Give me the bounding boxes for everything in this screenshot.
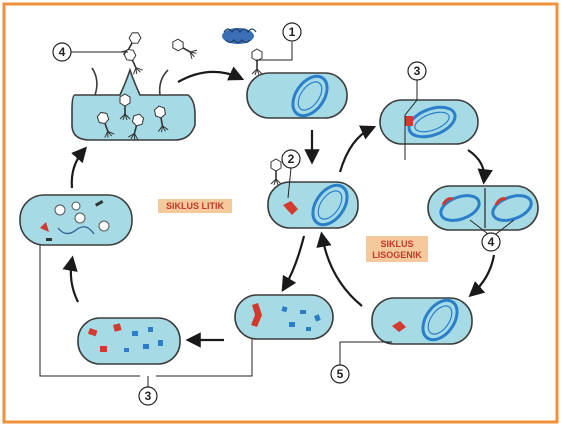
marker-5: 5 bbox=[330, 364, 350, 384]
label-lysogenic-cycle: SIKLUS LISOGENIK bbox=[366, 236, 428, 262]
marker-2-text: 2 bbox=[288, 152, 295, 166]
leader-line-4-right-b bbox=[495, 219, 515, 235]
label-lytic-cycle: SIKLUS LITIK bbox=[158, 199, 232, 213]
arrow-assemble-to-lysis bbox=[70, 146, 88, 189]
marker-3-top-text: 3 bbox=[414, 64, 421, 78]
marker-3-bottom-text: 3 bbox=[145, 389, 152, 403]
leader-line-3-bottom bbox=[39, 245, 140, 377]
phage-cluster bbox=[222, 28, 257, 44]
leader-line-1 bbox=[256, 42, 293, 61]
marker-4-left: 4 bbox=[52, 42, 72, 62]
marker-5-text: 5 bbox=[337, 367, 344, 381]
assembly-cell bbox=[19, 194, 133, 246]
attachment-cell bbox=[246, 48, 348, 119]
marker-2: 2 bbox=[281, 149, 301, 169]
leader-line-4-right bbox=[469, 219, 489, 235]
arrow-inject-to-replicate bbox=[281, 235, 306, 292]
lysogenic-cell bbox=[371, 297, 473, 345]
arrow-lysogenic-to-inject bbox=[316, 231, 363, 307]
lysogenic-label-line2: LISOGENIK bbox=[372, 250, 422, 260]
lysogenic-label-line1: SIKLUS bbox=[380, 239, 413, 249]
marker-3-top: 3 bbox=[407, 61, 427, 81]
integration-cell bbox=[379, 99, 479, 145]
arrow-divide-to-lysogenic bbox=[468, 254, 496, 298]
arrow-integrate-to-divide bbox=[467, 149, 493, 185]
arrow-synthesize-to-assemble bbox=[62, 255, 79, 303]
marker-3-bottom: 3 bbox=[138, 376, 158, 406]
marker-1: 1 bbox=[282, 22, 302, 42]
leader-line-2 bbox=[287, 167, 292, 199]
marker-4-left-text: 4 bbox=[59, 45, 66, 59]
arrow-inject-to-integrate bbox=[338, 125, 377, 173]
arrow-lysis-to-attach bbox=[177, 66, 245, 83]
synthesis-cell bbox=[77, 317, 181, 365]
injection-cell bbox=[267, 158, 359, 229]
lytic-label-text: SIKLUS LITIK bbox=[166, 201, 224, 211]
marker-4-right-text: 4 bbox=[488, 235, 495, 249]
lysing-cell bbox=[71, 67, 196, 142]
leader-line-3-bottom-b bbox=[156, 339, 253, 377]
leader-line-5 bbox=[339, 341, 392, 365]
replication-cell bbox=[234, 294, 334, 340]
marker-1-text: 1 bbox=[289, 25, 296, 39]
marker-4-right: 4 bbox=[481, 232, 501, 252]
leader-line-3-top bbox=[404, 80, 418, 160]
dividing-cell bbox=[427, 185, 539, 231]
